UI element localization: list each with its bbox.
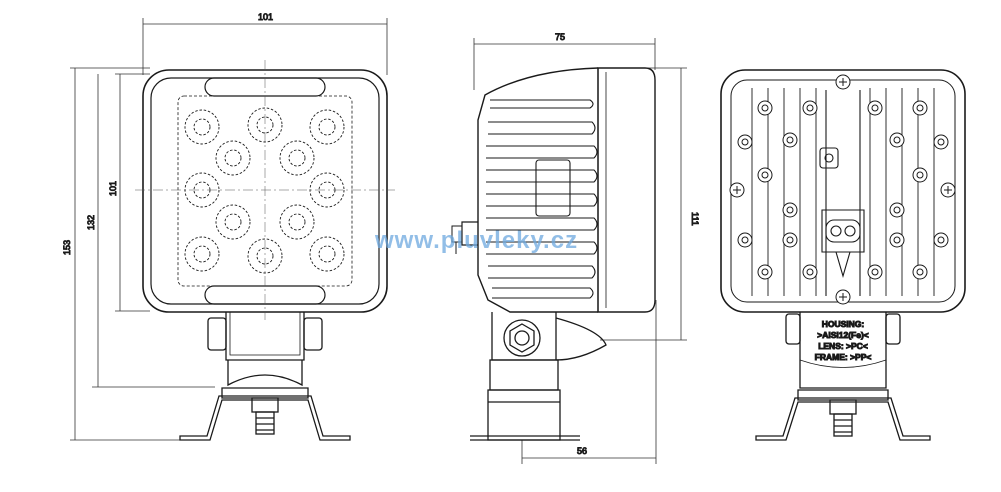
- led: [279, 204, 315, 240]
- front-dimension-lines: [70, 18, 388, 441]
- bolt: [757, 264, 773, 280]
- bolt: [737, 134, 753, 150]
- dim-front-lens-height: 101: [108, 181, 118, 196]
- front-view: 101 153 132 101: [62, 12, 395, 441]
- rear-label-line3: LENS: >PC<: [818, 341, 868, 351]
- side-mount: [470, 312, 607, 441]
- led: [247, 238, 283, 274]
- bolt: [889, 132, 905, 148]
- dim-side-height: 111: [690, 212, 700, 226]
- bolt: [889, 232, 905, 248]
- bolt: [757, 167, 773, 183]
- led: [215, 140, 251, 176]
- led: [309, 172, 345, 208]
- bolt: [940, 182, 956, 198]
- side-dimension-lines: [473, 38, 687, 464]
- bolt: [782, 202, 798, 218]
- rear-housing: [720, 69, 966, 313]
- bolt: [912, 167, 928, 183]
- bolt: [889, 202, 905, 218]
- dim-front-total-height: 153: [62, 240, 72, 255]
- bolt: [933, 134, 949, 150]
- rear-ribs: [751, 88, 935, 296]
- led: [309, 236, 345, 272]
- rear-connector: [819, 90, 865, 296]
- led: [279, 140, 315, 176]
- front-led-array: [184, 107, 345, 274]
- side-lens-frame: [597, 67, 656, 313]
- bolt: [867, 100, 883, 116]
- bolt: [912, 264, 928, 280]
- rear-label-line2: >AISI12(Fe)<: [817, 330, 869, 340]
- bolt: [729, 182, 745, 198]
- bolt: [802, 100, 818, 116]
- bolt: [912, 100, 928, 116]
- side-fins: [486, 99, 598, 299]
- dim-front-bracket-height: 132: [86, 215, 96, 230]
- led: [247, 107, 283, 143]
- bolt: [802, 264, 818, 280]
- bolt: [835, 289, 851, 305]
- led: [215, 204, 251, 240]
- led: [184, 109, 220, 145]
- rear-label-line1: HOUSING:: [822, 319, 865, 329]
- rear-label-plate: [799, 312, 887, 389]
- rear-label-line4: FRAME: >PP<: [815, 352, 872, 362]
- led: [309, 109, 345, 145]
- rear-mount: [755, 312, 931, 441]
- dim-side-depth: 75: [555, 32, 565, 42]
- led: [184, 236, 220, 272]
- bolt: [782, 232, 798, 248]
- bolt: [867, 264, 883, 280]
- dim-side-base: 56: [577, 446, 587, 456]
- bolt: [782, 132, 798, 148]
- dim-front-width: 101: [258, 12, 273, 22]
- front-mount: [179, 312, 351, 441]
- bolt: [757, 100, 773, 116]
- bolt: [737, 232, 753, 248]
- watermark-text: www.pluvleky.cz: [374, 227, 578, 254]
- bolt: [933, 232, 949, 248]
- rear-bolts: [729, 74, 956, 305]
- rear-view: HOUSING: >AISI12(Fe)< LENS: >PC< FRAME: …: [720, 69, 966, 441]
- side-housing: [477, 67, 599, 313]
- side-view: 75 111 56: [451, 32, 701, 464]
- bolt: [835, 74, 851, 90]
- led: [184, 172, 220, 208]
